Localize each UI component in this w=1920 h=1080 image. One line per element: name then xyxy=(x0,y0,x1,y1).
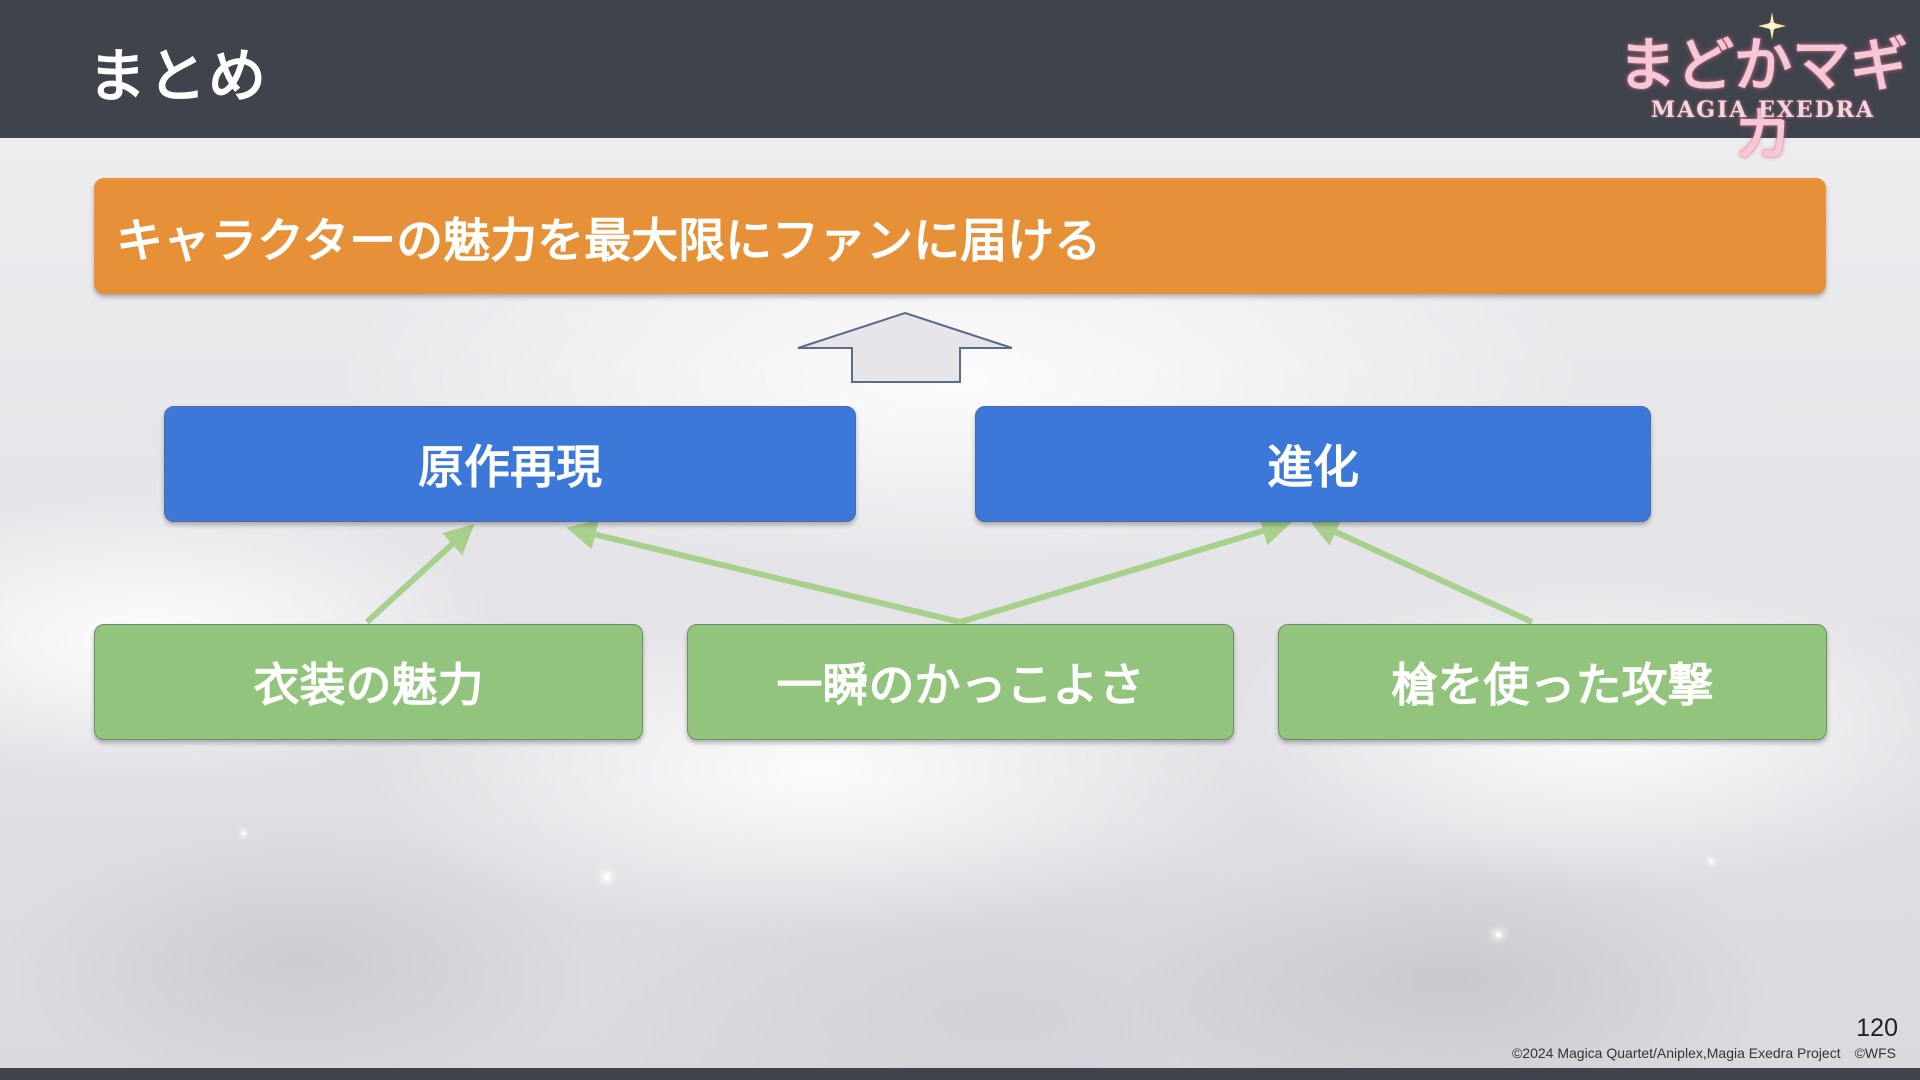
pillar-label: 原作再現 xyxy=(418,440,602,494)
element-label: 槍を使った攻撃 xyxy=(1391,658,1714,712)
copyright-notice: ©2024 Magica Quartet/Aniplex,Magia Exedr… xyxy=(1511,1045,1896,1061)
footer-bar xyxy=(0,1068,1920,1080)
sparkle xyxy=(1496,932,1501,937)
page-number: 120 xyxy=(1856,1014,1898,1042)
connector-moment-to-evolution xyxy=(959,516,1292,625)
pillar-evolution: 進化 xyxy=(975,406,1651,522)
star-icon xyxy=(1758,12,1786,40)
logo-title: まどかマギカ xyxy=(1618,31,1909,169)
element-label: 衣装の魅力 xyxy=(253,658,484,712)
connector-spear-to-evolution xyxy=(1308,518,1534,625)
sparkle xyxy=(242,832,245,835)
game-logo: まどかマギカ MAGIA EXEDRA xyxy=(1618,8,1908,169)
sparkle xyxy=(604,874,610,880)
goal-box: キャラクターの魅力を最大限にファンに届ける xyxy=(94,178,1826,294)
pillar-label: 進化 xyxy=(1267,440,1359,494)
connector-moment-to-original xyxy=(566,520,961,625)
element-spear-attack: 槍を使った攻撃 xyxy=(1278,624,1827,740)
logo-subtitle: MAGIA EXEDRA xyxy=(1650,97,1876,123)
pillar-original-faithfulness: 原作再現 xyxy=(164,406,856,522)
connector-costume-to-original xyxy=(364,523,475,625)
element-label: 一瞬のかっこよさ xyxy=(776,658,1145,712)
element-momentary-coolness: 一瞬のかっこよさ xyxy=(687,624,1234,740)
slide-header: まとめ まどかマギカ MAGIA EXEDRA xyxy=(0,0,1920,169)
element-costume-appeal: 衣装の魅力 xyxy=(94,624,643,740)
up-arrow xyxy=(797,311,1013,383)
goal-label: キャラクターの魅力を最大限にファンに届ける xyxy=(116,213,1102,269)
sparkle xyxy=(1710,860,1713,863)
page-title: まとめ xyxy=(88,42,269,110)
